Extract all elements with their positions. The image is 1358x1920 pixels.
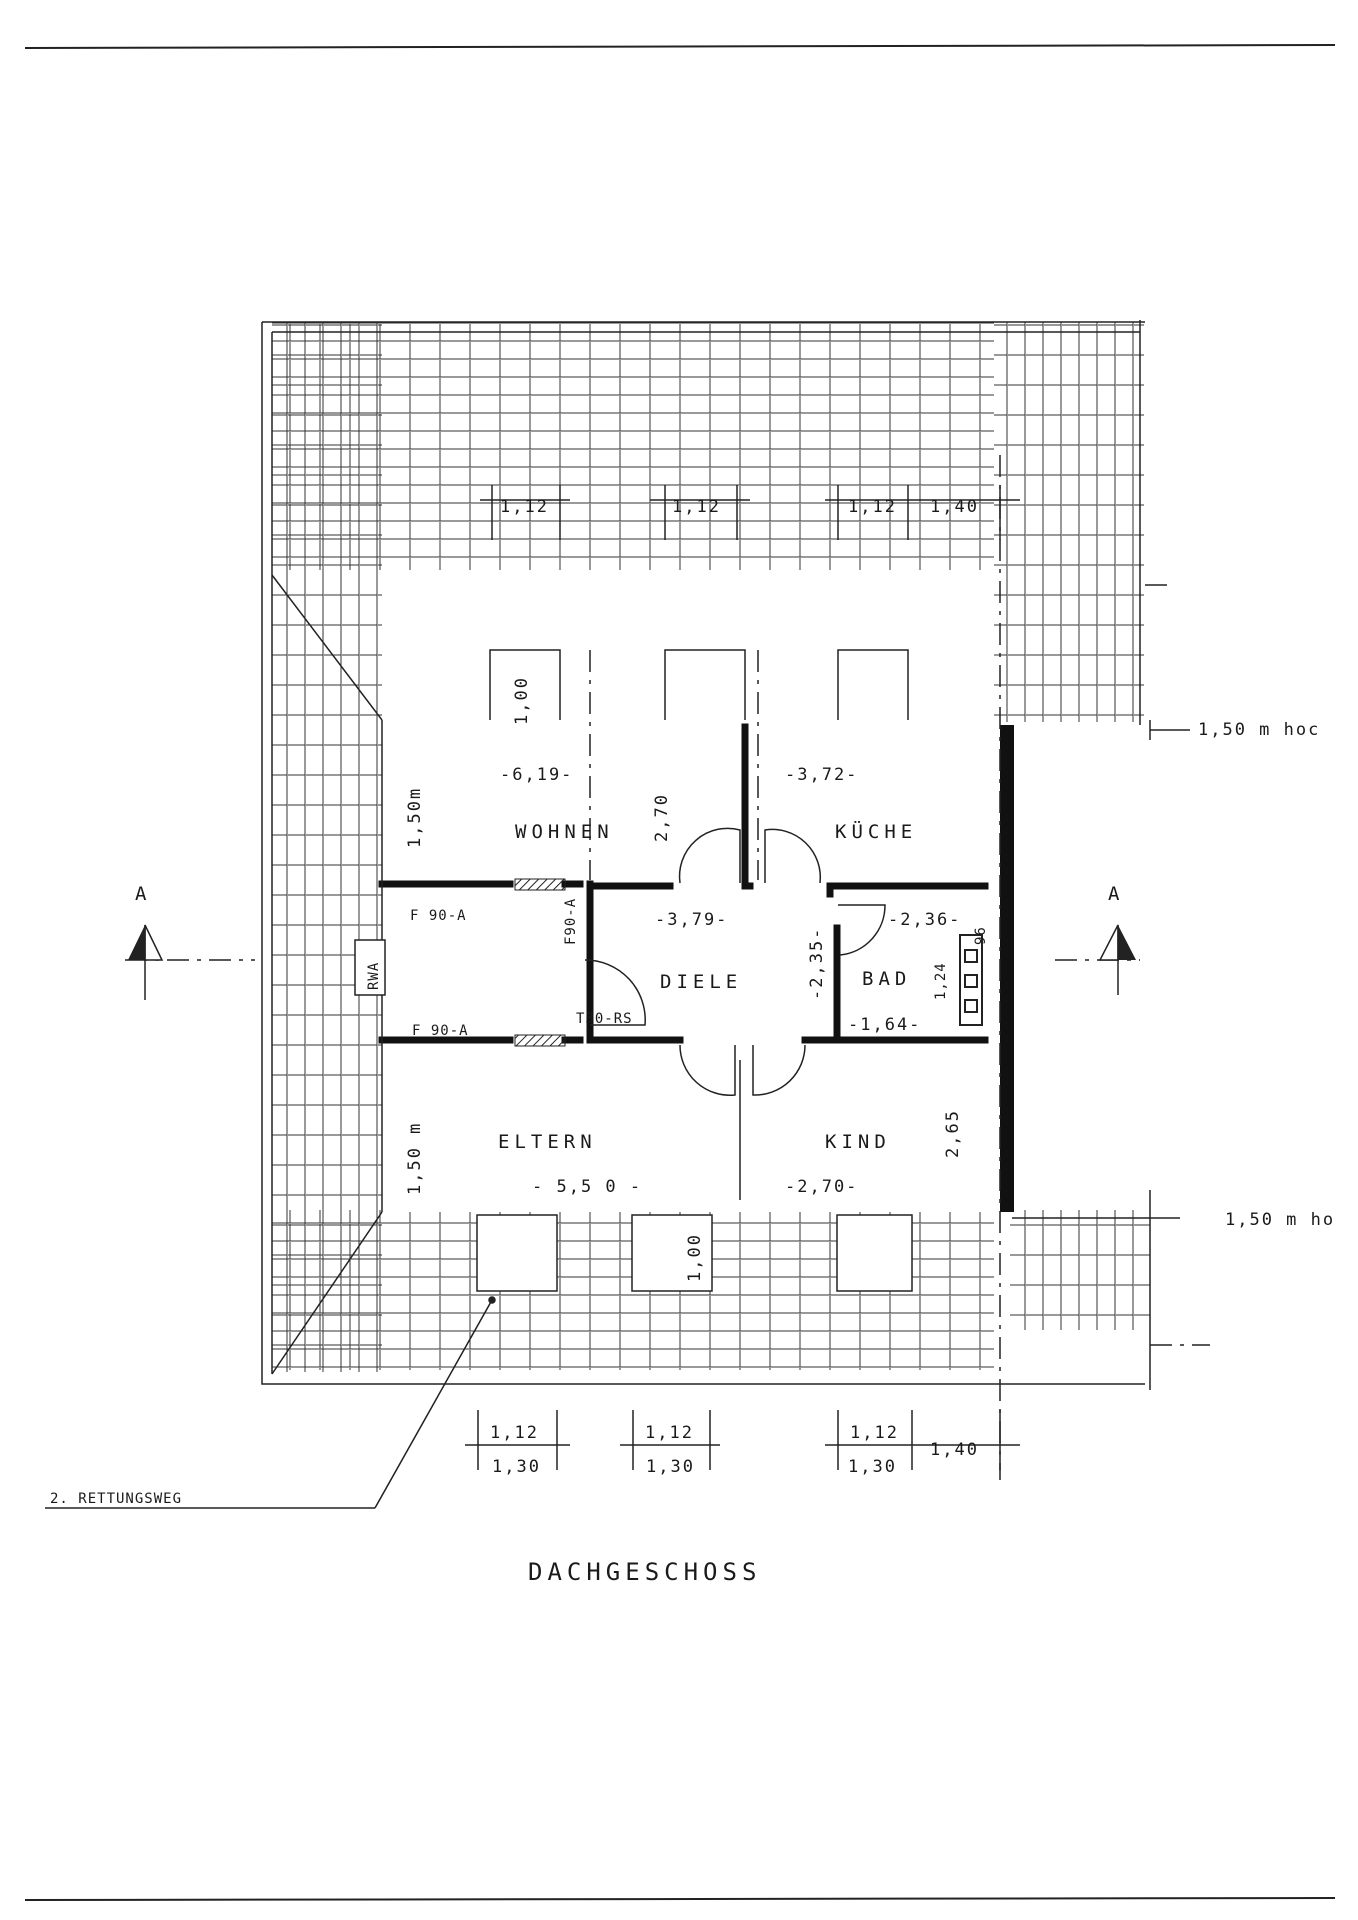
top-dim-4: 1,40: [930, 497, 979, 517]
page-bottom-rule: [24, 1897, 1336, 1901]
dim-eltern-width: - 5,5 0 -: [532, 1177, 642, 1197]
dim-eltern-height: 1,00: [685, 1233, 705, 1282]
plan-title: DACHGESCHOSS: [528, 1558, 761, 1586]
side-height-bottom: 1,50 m: [405, 1122, 425, 1195]
height-note-bottom: 1,50 m ho: [1225, 1210, 1335, 1230]
bottom-dimension-lines: [465, 1410, 1020, 1470]
label-rwa: RWA: [366, 962, 382, 990]
bottom-dim-upper-4: 1,40: [930, 1440, 979, 1460]
dim-kind-width: -2,70-: [785, 1177, 858, 1197]
dim-kueche-width: -3,72-: [785, 765, 858, 785]
side-height-top: 1,50m: [405, 787, 425, 848]
top-dim-2: 1,12: [672, 497, 721, 517]
label-f90-top: F 90-A: [410, 908, 467, 924]
height-arrows: [1012, 720, 1190, 1219]
dim-diele-width: -3,79-: [655, 910, 728, 930]
dim-bad-width: -2,36-: [888, 910, 961, 930]
rwa-box: [354, 939, 386, 996]
bottom-dim-lower-3: 1,30: [848, 1457, 897, 1477]
room-wohnen: WOHNEN: [515, 821, 614, 843]
room-diele: DIELE: [660, 971, 742, 993]
dim-bad-small: 96: [973, 926, 989, 945]
dim-diele-depth: -2,35-: [807, 927, 827, 1000]
room-bad: BAD: [862, 968, 911, 990]
doors: [584, 827, 886, 1096]
dim-wohnen-width: -6,19-: [500, 765, 573, 785]
room-kueche: KÜCHE: [835, 820, 917, 843]
top-dim-3: 1,12: [848, 497, 897, 517]
dim-wohnen-height: 1,00: [512, 676, 532, 725]
bottom-dim-upper-3: 1,12: [850, 1423, 899, 1443]
height-note-top: 1,50 m hoc: [1198, 720, 1320, 740]
bottom-dim-upper-1: 1,12: [490, 1423, 539, 1443]
room-kind: KIND: [825, 1131, 891, 1153]
dormer-recesses: [476, 649, 913, 1292]
section-marker-left: [128, 924, 164, 1000]
room-eltern: ELTERN: [498, 1131, 597, 1153]
interior-floor: [382, 720, 992, 1212]
dim-bad-width-lower: -1,64-: [848, 1015, 921, 1035]
fire-walls: [514, 878, 566, 1047]
dim-wohnen-depth: 2,70: [652, 793, 672, 842]
dim-bad-side: 1,24: [933, 962, 949, 1000]
dim-kind-depth: 2,65: [943, 1109, 963, 1158]
page-top-rule: [24, 44, 1336, 49]
label-t30: T30-RS: [576, 1011, 633, 1027]
escape-route-label: 2. RETTUNGSWEG: [50, 1491, 182, 1507]
walls: [378, 720, 1014, 1212]
section-marker-right: [1098, 924, 1136, 995]
bottom-dim-lower-1: 1,30: [492, 1457, 541, 1477]
stove-icon: [959, 934, 983, 1026]
escape-route-leader: [45, 1296, 496, 1509]
label-f90-vertical: F90-A: [563, 898, 579, 945]
section-label-right: A: [1108, 883, 1124, 905]
top-dim-1: 1,12: [500, 497, 549, 517]
roof-outline: [261, 320, 1151, 1390]
bottom-dim-upper-2: 1,12: [645, 1423, 694, 1443]
top-dimension-lines: [480, 485, 1020, 540]
roof-hatching: [272, 322, 1150, 1372]
label-f90-bottom: F 90-A: [412, 1023, 469, 1039]
section-label-left: A: [135, 883, 151, 905]
bottom-dim-lower-2: 1,30: [646, 1457, 695, 1477]
